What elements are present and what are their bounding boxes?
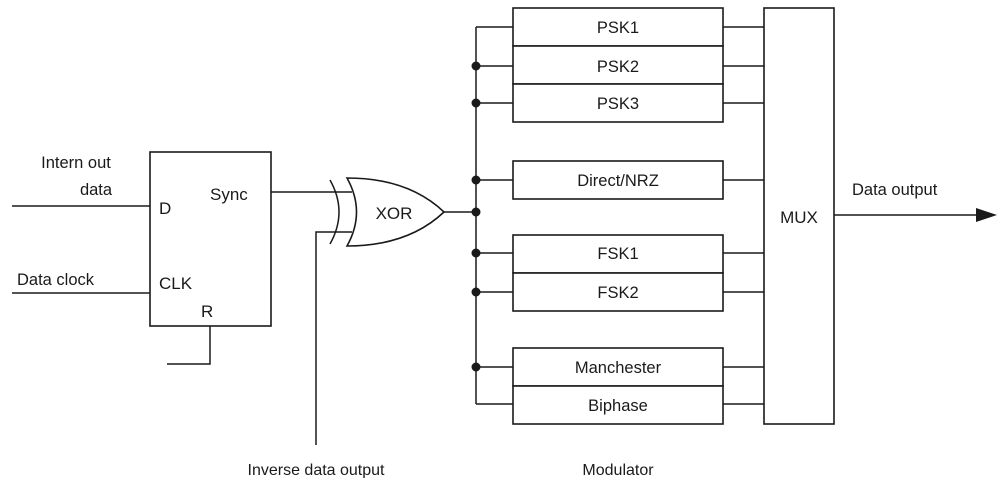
block-direct-nrz [512,160,724,200]
flip-flop-pin-d: D [159,199,171,218]
block-psk3 [512,83,724,123]
flip-flop-pin-clk: CLK [159,274,193,293]
fsk-group: FSK1 FSK2 [512,234,724,312]
flip-flop-pin-r: R [201,302,213,321]
xor-gate-body [345,177,446,247]
block-direct-nrz-label: Direct/NRZ [577,172,659,190]
block-psk1 [512,7,724,47]
inverse-output-wire [315,231,352,445]
block-fsk2-label: FSK2 [597,284,638,302]
data-input-label-line2: data [80,181,113,199]
junction-dot [471,175,481,185]
xor-gate-label: XOR [376,204,413,223]
inverse-output-label: Inverse data output [248,462,386,478]
junction-dot [471,287,481,297]
junction-dot [471,207,481,217]
modulator-caption: Modulator [582,462,654,478]
block-manchester-label: Manchester [575,359,662,377]
block-psk2-label: PSK2 [597,58,639,76]
block-fsk1-label: FSK1 [597,245,638,263]
block-biphase [512,385,724,425]
junction-dot [471,248,481,258]
psk-group: PSK1 PSK2 PSK3 [512,7,724,123]
junction-dot [471,98,481,108]
data-output-arrow-icon [976,208,997,222]
reset-wire [167,326,211,365]
mux-label: MUX [780,208,818,227]
manchester-group: Manchester Biphase [512,347,724,425]
block-psk1-label: PSK1 [597,19,639,37]
block-fsk1 [512,234,724,274]
clock-input-label: Data clock [17,271,95,289]
mux-block [763,7,835,425]
junction-dot [471,362,481,372]
block-psk2 [512,45,724,85]
block-psk3-label: PSK3 [597,95,639,113]
flip-flop-pin-sync: Sync [210,185,248,204]
data-output-label: Data output [852,181,938,199]
block-biphase-label: Biphase [588,397,648,415]
junction-dot [471,61,481,71]
xor-gate-extra-arc [329,179,340,245]
flip-flop-block [149,151,272,327]
data-input-label-line1: Intern out [41,154,111,172]
